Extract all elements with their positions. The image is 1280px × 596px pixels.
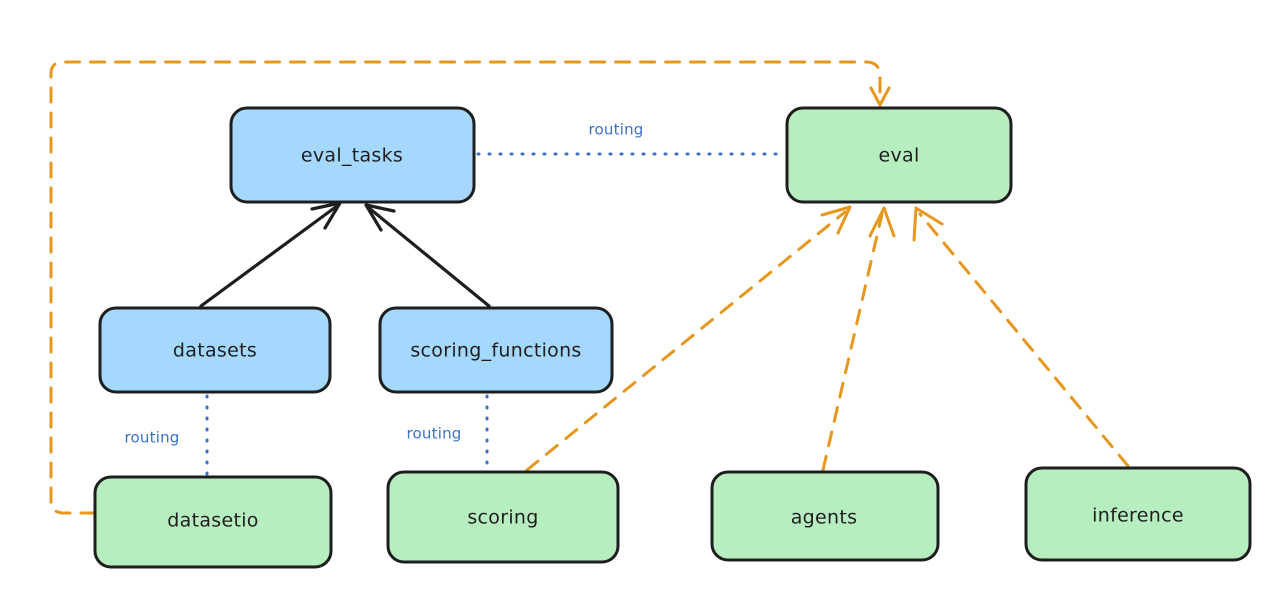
node-label-datasetio: datasetio: [167, 510, 258, 532]
edge-label-routing-eval: routing: [589, 121, 644, 139]
arrowhead-scoring-to-eval: [820, 205, 852, 235]
node-box-datasets[interactable]: [98, 306, 332, 394]
edge-inference-to-eval: [918, 212, 1130, 468]
node-label-scoring_functions: scoring_functions: [410, 340, 581, 362]
node-label-eval: eval: [878, 145, 919, 167]
node-scoring[interactable]: scoring: [386, 470, 620, 564]
edge-group-solid: [199, 201, 491, 308]
arrowhead-datasetio-to-eval: [869, 86, 891, 107]
edge-datasets-to-evaltasks: [199, 204, 339, 308]
node-box-scoring[interactable]: [386, 470, 620, 564]
edge-group-routing: [205, 152, 785, 476]
node-label-eval_tasks: eval_tasks: [301, 145, 403, 167]
node-label-datasets: datasets: [173, 340, 257, 362]
node-inference[interactable]: inference: [1024, 466, 1252, 562]
node-box-agents[interactable]: [710, 470, 940, 562]
edge-scoringfunctions-to-evaltasks: [367, 206, 491, 308]
edge-datasetio-to-eval: [49, 60, 882, 515]
node-box-eval[interactable]: [785, 106, 1013, 204]
node-agents[interactable]: agents: [710, 470, 940, 562]
edge-scoring-to-eval: [525, 210, 847, 472]
edge-label-routing-datasetio: routing: [125, 429, 180, 447]
node-label-scoring: scoring: [467, 507, 538, 529]
edge-agents-to-eval: [821, 212, 884, 472]
arrowhead-scoringfunctions-to-evaltasks: [364, 203, 396, 232]
node-scoring_functions[interactable]: scoring_functions: [378, 306, 614, 394]
node-box-scoring_functions[interactable]: [378, 306, 614, 394]
node-box-eval_tasks[interactable]: [229, 106, 476, 204]
node-datasetio[interactable]: datasetio: [93, 475, 333, 569]
node-eval[interactable]: eval: [785, 106, 1013, 204]
edge-label-routing-scoring: routing: [407, 425, 462, 443]
node-label-inference: inference: [1092, 505, 1184, 527]
node-eval_tasks[interactable]: eval_tasks: [229, 106, 476, 204]
node-label-agents: agents: [791, 507, 858, 529]
arrowhead-inference-to-eval: [912, 206, 944, 242]
node-datasets[interactable]: datasets: [98, 306, 332, 394]
node-box-datasetio[interactable]: [93, 475, 333, 569]
edge-group-orange: [49, 60, 1130, 515]
arrowhead-agents-to-eval: [868, 206, 896, 238]
node-box-inference[interactable]: [1024, 466, 1252, 562]
